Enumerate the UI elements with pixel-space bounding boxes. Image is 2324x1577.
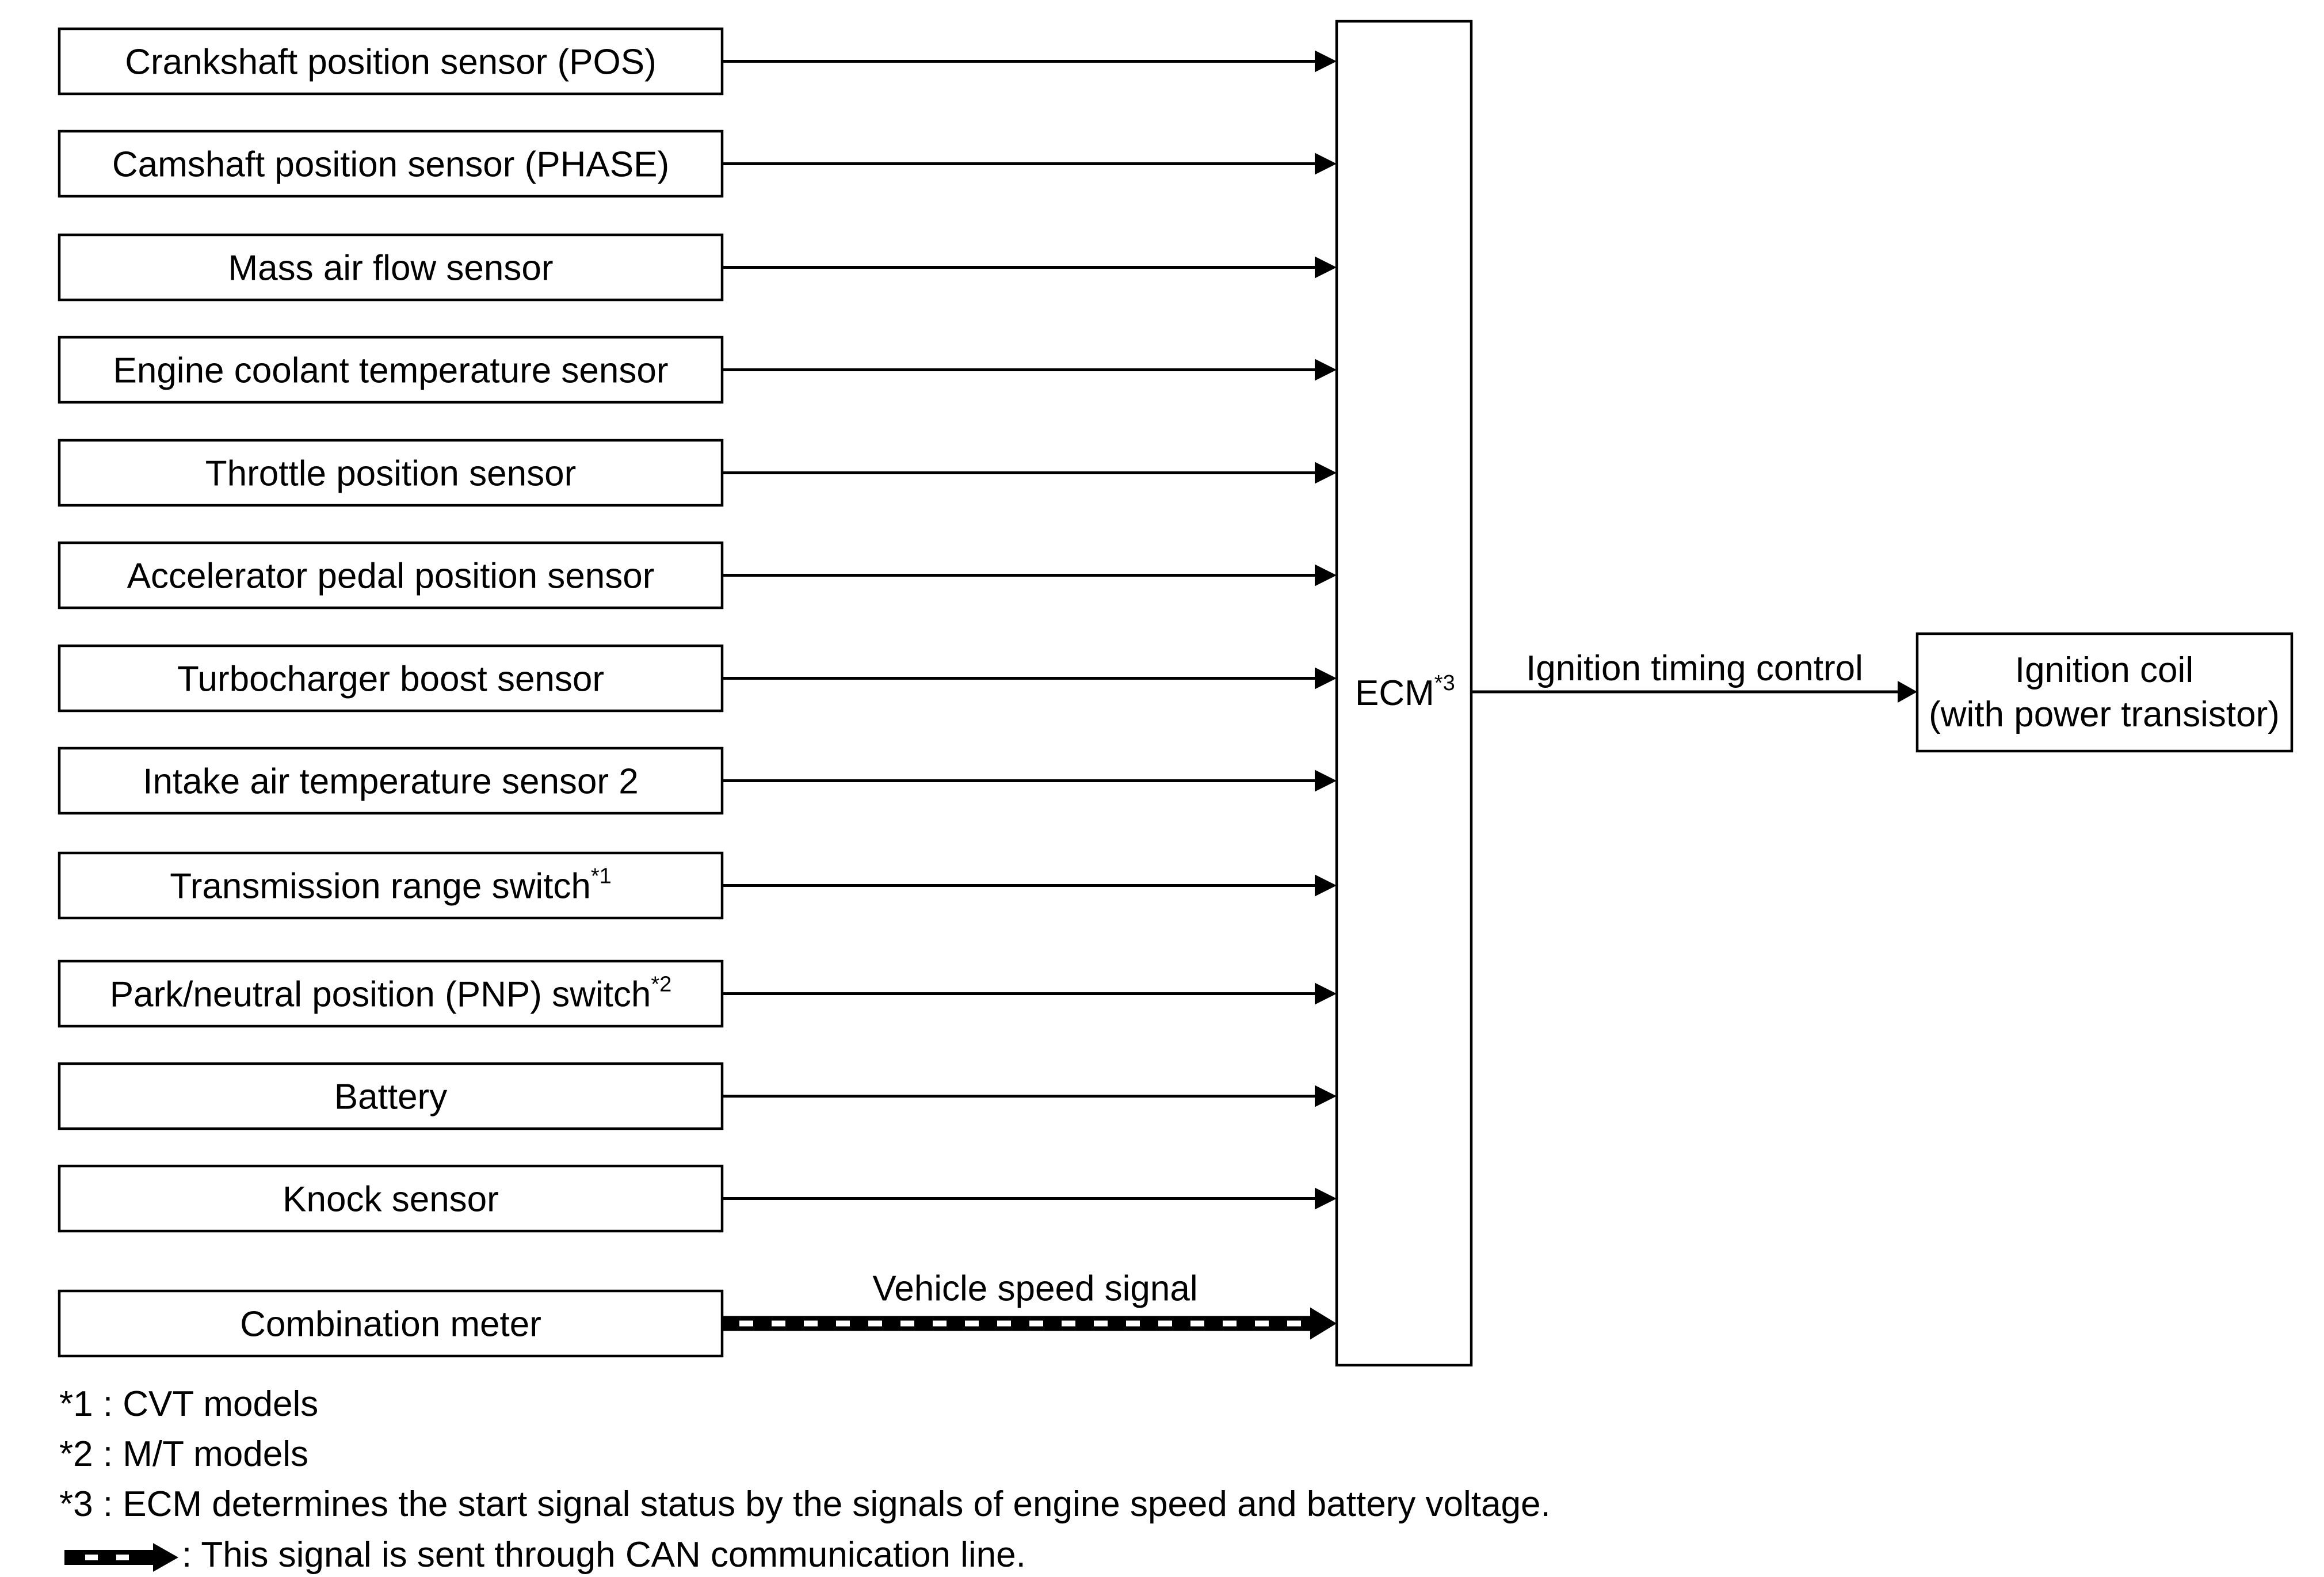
battery-arrowhead [1315, 1085, 1337, 1107]
can-line-gap [1126, 1320, 1140, 1327]
battery-label: Battery [334, 1077, 447, 1117]
ecm-label: ECM*3 [1355, 671, 1455, 713]
can-line-gap [1094, 1320, 1108, 1327]
ecm-box [1335, 20, 1473, 1367]
can-line-gap [1255, 1320, 1269, 1327]
transmission-range-switch-box [58, 851, 724, 920]
can-line-gap [1223, 1320, 1237, 1327]
output-signal-label: Ignition timing control [1526, 649, 1863, 688]
turbocharger-boost-sensor-arrowhead [1315, 667, 1337, 690]
transmission-range-switch-label: Transmission range switch*1 [170, 864, 612, 906]
mass-air-flow-sensor-box [58, 233, 724, 302]
ignition-coil-sublabel: (with power transistor) [1929, 695, 2280, 734]
output-arrowhead [1898, 681, 1917, 703]
engine-coolant-temperature-sensor-label: Engine coolant temperature sensor [113, 351, 668, 391]
combination-meter-label: Combination meter [240, 1305, 541, 1344]
camshaft-position-sensor-phase-arrowhead [1315, 153, 1337, 175]
camshaft-position-sensor-phase-label: Camshaft position sensor (PHASE) [112, 145, 669, 185]
engine-coolant-temperature-sensor-box [58, 336, 724, 404]
mass-air-flow-sensor-arrowhead [1315, 256, 1337, 279]
transmission-range-switch-arrowhead [1315, 874, 1337, 897]
camshaft-position-sensor-phase-box [58, 129, 724, 198]
throttle-position-sensor-label: Throttle position sensor [205, 454, 576, 494]
park-neutral-position-pnp-switch-footnote-mark: *2 [651, 973, 671, 997]
can-line-gap [739, 1320, 753, 1327]
knock-sensor-box [58, 1164, 724, 1233]
intake-air-temperature-sensor-2-label: Intake air temperature sensor 2 [143, 762, 639, 802]
can-legend-symbol [64, 1543, 178, 1572]
can-line-gap [933, 1320, 947, 1327]
can-line-gap [1287, 1320, 1301, 1327]
can-line-gap [1029, 1320, 1043, 1327]
combination-meter-box [58, 1289, 724, 1358]
can-legend-text: : This signal is sent through CAN commun… [182, 1535, 1026, 1575]
mass-air-flow-sensor-label: Mass air flow sensor [228, 249, 553, 288]
park-neutral-position-pnp-switch-arrowhead [1315, 982, 1337, 1005]
intake-air-temperature-sensor-2-arrowhead [1315, 770, 1337, 792]
knock-sensor-arrowhead [1315, 1187, 1337, 1210]
can-line-gap [1190, 1320, 1204, 1327]
park-neutral-position-pnp-switch-box [58, 959, 724, 1028]
can-line-gap [900, 1320, 914, 1327]
can-line-gap [1062, 1320, 1075, 1327]
can-line-gap [965, 1320, 979, 1327]
crankshaft-position-sensor-pos-box [58, 27, 724, 96]
can-line-gap [1158, 1320, 1172, 1327]
vehicle-speed-signal-label: Vehicle speed signal [872, 1269, 1197, 1309]
crankshaft-position-sensor-pos-arrowhead [1315, 50, 1337, 73]
crankshaft-position-sensor-pos-label: Crankshaft position sensor (POS) [125, 43, 657, 82]
footnote-1: *1 : CVT models [59, 1384, 318, 1424]
transmission-range-switch-footnote-mark: *1 [591, 864, 612, 889]
park-neutral-position-pnp-switch-label: Park/neutral position (PNP) switch*2 [110, 973, 672, 1015]
accelerator-pedal-position-sensor-label: Accelerator pedal position sensor [127, 557, 655, 596]
ignition-coil-box [1915, 632, 2294, 753]
ignition-coil-label: Ignition coil [2015, 650, 2193, 690]
can-arrowhead [1310, 1307, 1337, 1340]
footnote-3: *3 : ECM determines the start signal sta… [59, 1484, 1551, 1524]
engine-coolant-temperature-sensor-arrowhead [1315, 359, 1337, 381]
can-line-gap [772, 1320, 785, 1327]
can-line-gap [804, 1320, 818, 1327]
turbocharger-boost-sensor-label: Turbocharger boost sensor [177, 660, 604, 699]
can-line-gap [836, 1320, 850, 1327]
ecm-footnote-mark: *3 [1434, 671, 1455, 695]
throttle-position-sensor-arrowhead [1315, 462, 1337, 484]
can-line-gap [997, 1320, 1011, 1327]
knock-sensor-label: Knock sensor [283, 1180, 499, 1220]
input-components: Crankshaft position sensor (POS) Camshaft… [58, 27, 1337, 1358]
footnote-2: *2 : M/T models [59, 1434, 308, 1474]
accelerator-pedal-position-sensor-arrowhead [1315, 564, 1337, 586]
can-line-gap [868, 1320, 882, 1327]
can-line [722, 1316, 1314, 1331]
battery-box [58, 1062, 724, 1130]
turbocharger-boost-sensor-box [58, 644, 724, 713]
